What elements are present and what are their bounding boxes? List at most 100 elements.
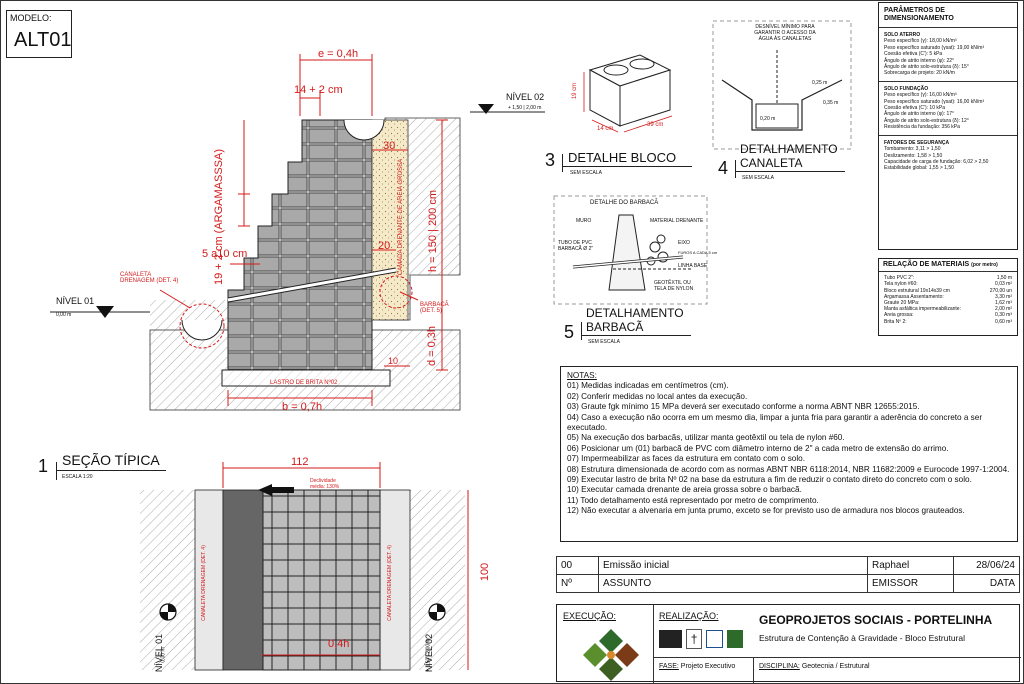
material-qty: 2,00 m² [995, 306, 1012, 313]
material-name: Manta asfáltica impermeabilizante: [884, 306, 961, 313]
barbaca-header: DETALHE DO BARBACÃ [590, 200, 659, 206]
solo-aterro-line: Ângulo de atrito solo-estrutura (δ): 15° [884, 64, 969, 71]
material-qty: 3,30 m² [995, 293, 1012, 300]
material-row: Brita Nº 2:0,60 m³ [884, 319, 1012, 325]
canaleta-title-1: DETALHAMENTO [740, 142, 838, 156]
material-name: Bloco estrutural 19x14x39 cm [884, 287, 950, 294]
parameters-divider-3 [879, 134, 1017, 136]
barbaca-title-rule [581, 322, 582, 340]
barbaca-material: MATERIAL DRENANTE [650, 218, 704, 224]
block-title-number: 3 [545, 150, 556, 170]
dim-block-height: 19 + 2 cm (ARGAMASSSA) [213, 148, 225, 285]
dim-10: 10 [388, 356, 399, 366]
dim-h: h = 150 | 200 cm [427, 189, 440, 273]
material-name: Graute 20 MPa: [884, 300, 920, 307]
section-title-number: 1 [38, 456, 49, 476]
canaleta-scale: SEM ESCALA [742, 175, 774, 181]
block-detail-drawing [583, 54, 673, 133]
revision-subject: Emissão inicial [598, 556, 868, 575]
barbaca-detail-drawing [553, 195, 708, 305]
plan-dim: 0,4h [328, 638, 350, 650]
dim-joint: 14 + 2 cm [294, 84, 343, 96]
barbaca-tubo: TUBO DE PVC BARBACÃ Ø 2" [558, 240, 594, 252]
fase-divider [753, 657, 754, 683]
sao-paulo-logo-icon [705, 630, 724, 648]
canaleta-title-2: CANALETA [740, 156, 803, 170]
model-code: ALT01 [14, 29, 72, 51]
model-box: MODELO: ALT01 [6, 10, 72, 58]
parameters-title: PARÂMETROS DE DIMENSIONAMENTO [884, 7, 954, 22]
green-logo-icon [727, 630, 743, 648]
fase-value: Projeto Executivo [680, 663, 736, 670]
materials-title: RELAÇÃO DE MATERIAIS [883, 261, 970, 268]
fase-field: FASE: Projeto Executivo [659, 663, 735, 670]
cross-logo-icon: † [686, 629, 702, 649]
note-item: 01) Medidas indicadas em centímetros (cm… [567, 381, 729, 391]
revision-header-date: DATA [953, 574, 1020, 593]
note-item: 11) Todo detalhamento está representado … [567, 495, 819, 505]
section-title-rule [56, 462, 57, 480]
solo-fundacao-line: Peso específico (γ): 16,00 kN/m³ [884, 92, 957, 99]
solo-aterro-title: SOLO ATERRO [884, 32, 921, 38]
revision-table: 00 Emissão inicial Raphael 28/06/24 Nº A… [556, 556, 1020, 593]
material-row: Graute 20 MPa: 1,62 m³ [884, 300, 1012, 306]
material-name: Tubo PVC 2": [884, 275, 915, 282]
disciplina-value: Geotecnia / Estrutural [801, 663, 870, 670]
project-name: Estrutura de Contenção à Gravidade - Blo… [759, 633, 965, 643]
title-block-rule [653, 657, 1021, 658]
solo-aterro-line: Coesão efetiva (C'): 5 kPa [884, 51, 943, 58]
revision-header-number: Nº [556, 574, 599, 593]
plan-height: 100 [479, 562, 492, 582]
note-item: 04) Caso a execução não ocorra em um mes… [567, 412, 983, 433]
material-row: Argamassa Assentamento:3,30 m² [884, 294, 1012, 300]
solo-fundacao-line: Resistência da fundação: 356 kPa [884, 124, 960, 131]
barbaca-title-2: BARBACÃ [586, 320, 644, 334]
material-name: Areia grossa: [884, 312, 914, 319]
material-name: Tela nylon #60: [884, 281, 918, 288]
materials-unit: (por metro) [971, 262, 998, 268]
level01-value: 0,00 m [56, 312, 72, 318]
parameters-panel: PARÂMETROS DE DIMENSIONAMENTO SOLO ATERR… [878, 2, 1018, 250]
plan-width: 112 [291, 456, 309, 468]
solo-aterro-line: Peso específico saturado (γsat): 19,00 k… [884, 44, 985, 51]
parameters-divider-1 [879, 27, 1017, 28]
material-qty: 0,03 m² [995, 281, 1012, 288]
company-name: GEOPROJETOS SOCIAIS - PORTELINHA [759, 613, 993, 627]
revision-header-row: Nº ASSUNTO EMISSOR DATA [556, 574, 1020, 593]
dim-step: 5 a10 cm [202, 248, 248, 260]
material-row: Areia grossa: 0,30 m³ [884, 312, 1012, 318]
canaleta-title-number: 4 [718, 158, 729, 178]
solo-fundacao-line: Ângulo de atrito interno (φ): 17° [884, 111, 955, 118]
plan-level01-value: 0,00 m [160, 647, 167, 663]
plan-level02-value: + 1,50 | 2,00 m [425, 638, 432, 672]
execucao-logo [583, 629, 639, 681]
note-item: 06) Posicionar um (01) barbacã de PVC co… [567, 443, 949, 453]
barbaca-geotextil: GEOTÊXTIL OU TELA DE NYLON [654, 280, 694, 292]
block-dim-1: 19 cm [572, 82, 579, 100]
note-item: 02) Conferir medidas no local antes da e… [567, 391, 748, 401]
fase-label: FASE: [659, 663, 679, 670]
note-item: 03) Graute fgk mínimo 15 MPa deverá ser … [567, 402, 920, 412]
solo-fundacao-line: Ângulo de atrito solo-estrutura (δ): 12° [884, 117, 969, 124]
material-row: Tubo PVC 2":1,50 m [884, 275, 1012, 281]
revision-header-issuer: EMISSOR [867, 574, 954, 593]
execucao-label: EXECUÇÃO: [563, 611, 617, 621]
material-qty: 0,30 m³ [995, 312, 1012, 319]
disciplina-label: DISCIPLINA: [759, 663, 800, 670]
barbaca-furos: FUROS A CADA 5 cm [678, 250, 718, 255]
material-qty: 1,62 m³ [995, 300, 1012, 307]
barbaca-title-number: 5 [564, 322, 575, 342]
lastro-label: LASTRO DE BRITA Nº02 [270, 380, 338, 386]
typical-section-drawing [50, 54, 545, 411]
note-item: 10) Executar camada drenante de areia gr… [567, 485, 802, 495]
solo-fundacao-line: Coesão efetiva (C'): 10 kPa [884, 105, 945, 112]
model-label: MODELO: [10, 13, 52, 23]
revision-row: 00 Emissão inicial Raphael 28/06/24 [556, 556, 1020, 575]
note-item: 12) Não executar a alvenaria em junta pr… [567, 506, 965, 516]
solo-aterro-line: Ângulo de atrito interno (φ): 22° [884, 57, 955, 64]
realizacao-label: REALIZAÇÃO: [659, 611, 719, 621]
block-title-underline [562, 166, 692, 167]
barbaca-scale: SEM ESCALA [588, 339, 620, 345]
section-title-underline [56, 470, 166, 471]
level02-value: + 1,50 | 2,00 m [508, 105, 542, 111]
